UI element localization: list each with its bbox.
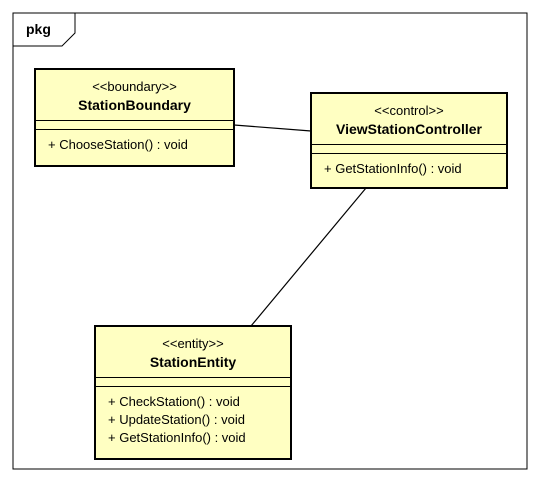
operation: + GetStationInfo() : void — [108, 430, 246, 445]
class-station-boundary[interactable]: <<boundary>> StationBoundary + ChooseSta… — [34, 68, 235, 167]
class-view-station-controller[interactable]: <<control>> ViewStationController + GetS… — [310, 92, 508, 189]
class-name-boundary: StationBoundary — [78, 97, 191, 113]
operation: + UpdateStation() : void — [108, 412, 245, 427]
association-boundary-control — [233, 124, 312, 132]
stereotype-control: <<control>> — [374, 103, 444, 118]
attributes-compartment — [312, 145, 506, 153]
operations-compartment: + GetStationInfo() : void — [312, 154, 506, 178]
attributes-compartment — [96, 378, 290, 386]
operation: + GetStationInfo() : void — [324, 161, 462, 176]
operations-compartment: + ChooseStation() : void — [36, 130, 233, 154]
class-name-entity: StationEntity — [149, 354, 237, 370]
stereotype-boundary: <<boundary>> — [92, 79, 177, 94]
class-station-entity[interactable]: <<entity>> StationEntity + CheckStation(… — [94, 325, 292, 460]
association-control-entity — [250, 187, 367, 327]
class-name-control: ViewStationController — [336, 121, 482, 137]
stereotype-entity: <<entity>> — [162, 336, 224, 351]
attributes-compartment — [36, 121, 233, 129]
package-label: pkg — [26, 21, 51, 37]
operations-compartment: + CheckStation() : void + UpdateStation(… — [96, 387, 290, 447]
operation: + CheckStation() : void — [108, 394, 240, 409]
operation: + ChooseStation() : void — [48, 137, 188, 152]
